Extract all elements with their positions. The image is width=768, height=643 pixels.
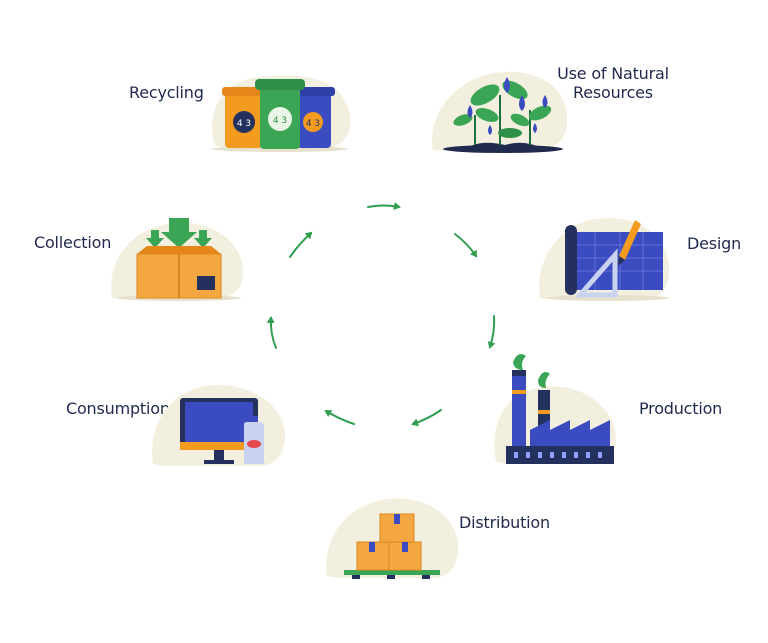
blueprint-design-icon bbox=[539, 218, 670, 301]
label-production: Production bbox=[639, 399, 723, 418]
label-collection: Collection bbox=[34, 233, 112, 252]
bin-symbol: 4 3 bbox=[273, 116, 287, 126]
arrow-distribution-to-consumption bbox=[324, 409, 355, 425]
factory-icon bbox=[494, 354, 616, 464]
bin-symbol: 4 3 bbox=[237, 119, 251, 129]
label-design: Design bbox=[687, 234, 742, 253]
label-recycling: Recycling bbox=[129, 83, 204, 102]
arrow-design-to-production bbox=[487, 315, 496, 349]
monitor-bottle-icon bbox=[152, 385, 286, 466]
label-line: Use of Natural bbox=[557, 64, 669, 83]
label-use-of-natural-resources: Use of Natural Resources bbox=[553, 64, 673, 102]
arrow-collection-to-recycling bbox=[289, 231, 313, 258]
label-consumption: Consumption bbox=[66, 399, 170, 418]
label-distribution: Distribution bbox=[459, 513, 550, 532]
recycling-bins-icon: 4 3 4 3 4 3 bbox=[212, 75, 351, 152]
label-line: Resources bbox=[573, 83, 653, 102]
bin-symbol: 4 3 bbox=[306, 119, 320, 129]
boxes-pallet-icon bbox=[326, 498, 459, 579]
plants-water-icon bbox=[432, 71, 568, 153]
arrow-natural-to-design-top bbox=[367, 202, 401, 210]
collection-box-icon bbox=[111, 218, 244, 301]
arrow-consumption-to-collection bbox=[266, 316, 277, 349]
arrow-to-design bbox=[454, 233, 478, 258]
arrow-production-to-distribution bbox=[411, 409, 442, 427]
